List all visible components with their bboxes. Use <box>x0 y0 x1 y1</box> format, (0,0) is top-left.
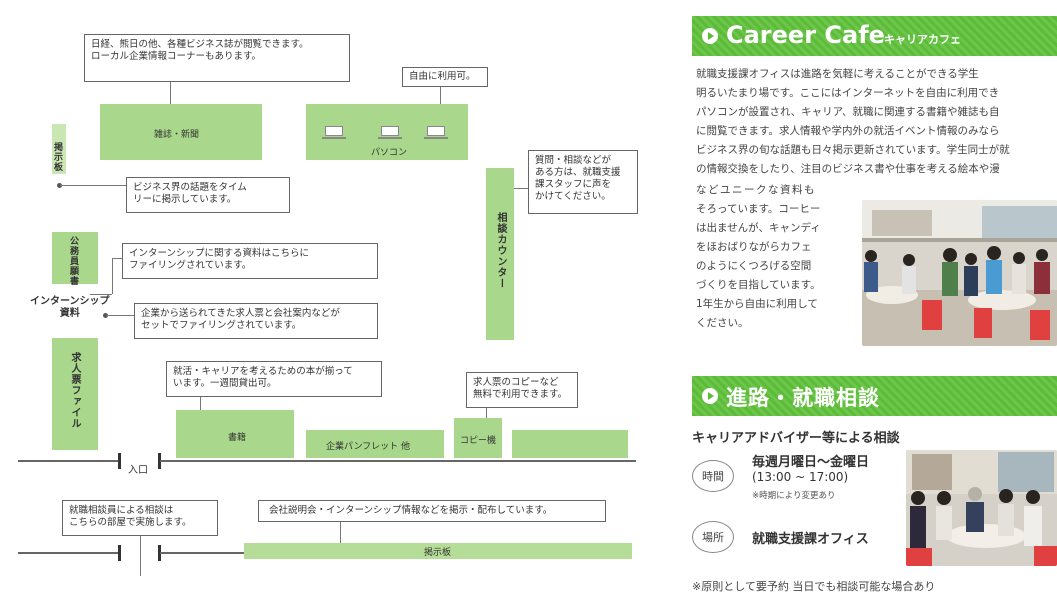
place-label: 場所 <box>692 521 734 553</box>
connector <box>90 294 112 295</box>
door-jamb <box>118 453 121 469</box>
time-note: ※時期により変更あり <box>752 491 836 501</box>
copy-note: 求人票のコピーなど 無料で利用できます。 <box>466 372 578 408</box>
consultation-photo <box>906 450 1057 566</box>
career-cafe-subtitle: キャリアカフェ <box>884 33 961 46</box>
consultation-photo-illustration <box>906 450 1057 566</box>
door-jamb <box>118 545 121 561</box>
connector <box>112 258 113 294</box>
job-file-label: 求人票ファイル <box>69 352 80 429</box>
computer-icon <box>424 126 448 139</box>
jobs-note: 企業から送られてきた求人票と会社案内などが セットでファイリングされています。 <box>134 303 378 339</box>
bottom-board-area <box>244 543 632 559</box>
counselor-note: 就職相談員による相談は こちらの部屋で実施します。 <box>62 500 218 536</box>
cafe-line: 明るいたまり場です。ここにはインターネットを自由に利用でき <box>696 87 1000 99</box>
civil-service-area <box>52 232 98 284</box>
wall <box>18 552 120 554</box>
cafe-line: ビジネス界の旬な話題も日々掲示更新されています。学生同士が就 <box>696 144 1010 156</box>
copier-label: コピー機 <box>460 436 497 446</box>
bottom-board-label: 掲示板 <box>424 548 452 558</box>
connector <box>170 82 171 104</box>
board-area <box>52 124 66 174</box>
cafe-line: などユニークな資料も <box>696 184 816 196</box>
cafe-line: ください。 <box>696 317 749 329</box>
connector <box>60 185 126 186</box>
internship-label: インターンシップ 資料 <box>30 296 110 319</box>
copier-area <box>454 418 502 458</box>
place-value: 就職支援課オフィス <box>752 532 869 547</box>
cafe-line: そろっています。コーヒー <box>696 203 821 215</box>
connector <box>340 522 341 544</box>
connector <box>112 258 122 259</box>
info-note: 会社説明会・インターンシップ情報などを掲示・配布しています。 <box>258 500 606 522</box>
consultation-subheading: キャリアアドバイザー等による相談 <box>692 431 900 446</box>
cafe-line: に閲覧できます。求人情報や学内外の就活イベント情報のみなら <box>696 125 1000 137</box>
connector-dot <box>103 313 108 318</box>
career-cafe-header: Career Cafe キャリアカフェ <box>692 16 1057 56</box>
play-bullet-icon <box>702 28 718 44</box>
internship-note: インターンシップに関する資料はこちらに ファイリングされています。 <box>122 243 378 279</box>
pamphlet-area <box>306 430 444 458</box>
computer-icon <box>322 126 346 139</box>
cafe-line: パソコンが設置され、キャリア、就職に関連する書籍や雑誌も自 <box>696 106 1000 118</box>
consultation-footnote: ※原則として要予約 当日でも相談可能な場合あり <box>692 580 936 593</box>
business-topics-note: ビジネス界の話題をタイム リーに掲示しています。 <box>126 177 290 213</box>
computer-icon <box>378 126 402 139</box>
magazine-note: 日経、熊日の他、各種ビジネス誌が閲覧できます。 ローカル企業情報コーナーもありま… <box>84 34 350 82</box>
books-area <box>176 410 294 458</box>
career-cafe-title: Career Cafe <box>726 21 885 49</box>
books-note: 就活・キャリアを考えるための本が揃って います。一週間貸出可。 <box>166 361 382 397</box>
connector <box>440 87 441 104</box>
cafe-line: 1年生から自由に利用して <box>696 298 818 310</box>
wall <box>160 460 636 462</box>
connector <box>106 315 134 316</box>
connector <box>200 397 201 410</box>
cafe-line: のようにくつろげる空間 <box>696 260 812 272</box>
job-file-area <box>52 338 98 450</box>
wall <box>18 460 120 462</box>
cafe-line: をほおばりながらカフェ <box>696 241 812 253</box>
time-label: 時間 <box>692 460 734 492</box>
cafe-line: は出ませんが、キャンディ <box>696 222 821 234</box>
connector-dot <box>57 183 62 188</box>
counter-label: 相談カウンター <box>495 212 506 289</box>
connector <box>140 536 141 576</box>
books-label: 書籍 <box>228 433 247 443</box>
time-value: 毎週月曜日～金曜日 <box>752 455 870 470</box>
magazine-area <box>100 104 262 160</box>
cafe-line: づくりを目指しています。 <box>696 279 821 291</box>
consultation-title: 進路・就職相談 <box>726 386 880 410</box>
consult-counter <box>486 168 514 340</box>
play-bullet-icon <box>702 388 718 404</box>
connector <box>486 408 487 418</box>
pamphlet-label: 企業パンフレット 他 <box>326 442 411 452</box>
board-label: 掲示板 <box>52 142 62 172</box>
door-jamb <box>158 545 161 561</box>
cafe-photo <box>862 200 1057 346</box>
entrance-label: 入口 <box>128 465 148 476</box>
consultation-header: 進路・就職相談 <box>692 376 1057 416</box>
magazine-label: 雑誌・新聞 <box>154 130 200 140</box>
pc-label: パソコン <box>371 148 408 158</box>
time-hours: (13:00 ~ 17:00) <box>752 470 849 484</box>
consult-note: 質問・相談などが ある方は、就職支援 課スタッフに声を かけてください。 <box>528 150 638 214</box>
cafe-line: の情報交換をしたり、注目のビジネス書や仕事を考える絵本や漫 <box>696 163 1000 175</box>
shelf-area <box>512 430 628 458</box>
wall <box>160 552 244 554</box>
door-jamb <box>158 453 161 469</box>
free-use-note: 自由に利用可。 <box>402 67 488 87</box>
cafe-line: 就職支援課オフィスは進路を気軽に考えることができる学生 <box>696 68 979 80</box>
cafe-photo-illustration <box>862 200 1057 346</box>
connector <box>514 188 528 189</box>
civil-service-label: 公務員願書 <box>68 236 78 286</box>
